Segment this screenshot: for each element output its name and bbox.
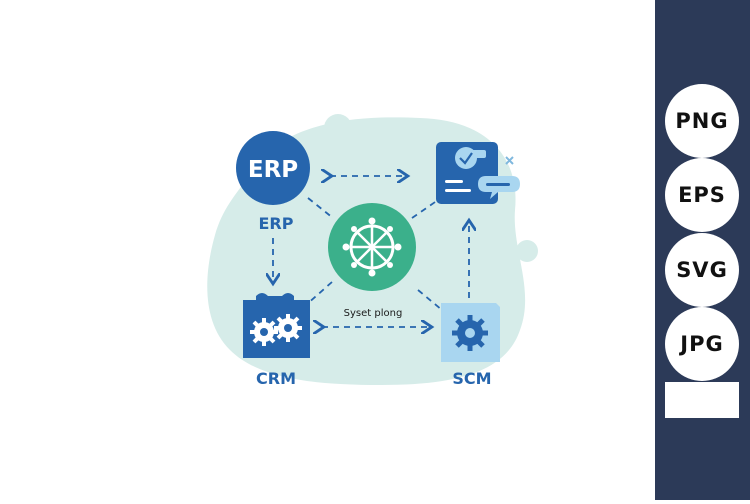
center-label: Syset plong xyxy=(344,308,403,319)
center-system-node xyxy=(328,203,416,291)
format-badge-jpg: JPG xyxy=(665,307,739,381)
format-badge-svg: SVG xyxy=(665,233,739,307)
erp-node: ERP xyxy=(236,131,310,205)
close-icon xyxy=(505,156,514,165)
connector-center-erp xyxy=(307,197,334,219)
erp-icon-text: ERP xyxy=(248,157,298,183)
settings-gear-icon xyxy=(452,315,488,351)
scm-label: SCM xyxy=(452,369,491,388)
connectors xyxy=(273,176,469,327)
decor-bubble xyxy=(324,114,352,142)
format-badge-blank xyxy=(665,382,739,418)
format-badge-eps: EPS xyxy=(665,158,739,232)
crm-label: CRM xyxy=(256,369,296,388)
decor-bubble xyxy=(310,158,334,182)
scm-node xyxy=(441,303,500,362)
diagram-canvas: ERP ERP xyxy=(207,114,538,388)
system-diagram: ERP ERP xyxy=(207,114,538,388)
check-badge-icon xyxy=(455,147,477,169)
format-badge-png: PNG xyxy=(665,84,739,158)
document-chat-node xyxy=(436,142,520,204)
connector-center-doc xyxy=(411,199,439,219)
format-sidebar: PNG EPS SVG JPG xyxy=(655,0,750,500)
erp-label: ERP xyxy=(259,214,294,233)
connector-center-crm xyxy=(305,281,333,306)
crm-node xyxy=(243,293,310,358)
decor-bubble xyxy=(351,355,377,381)
chat-bubble-icon xyxy=(478,176,520,199)
connector-center-scm xyxy=(417,289,443,311)
decor-bubble xyxy=(516,240,538,262)
gear-icon xyxy=(250,314,302,346)
